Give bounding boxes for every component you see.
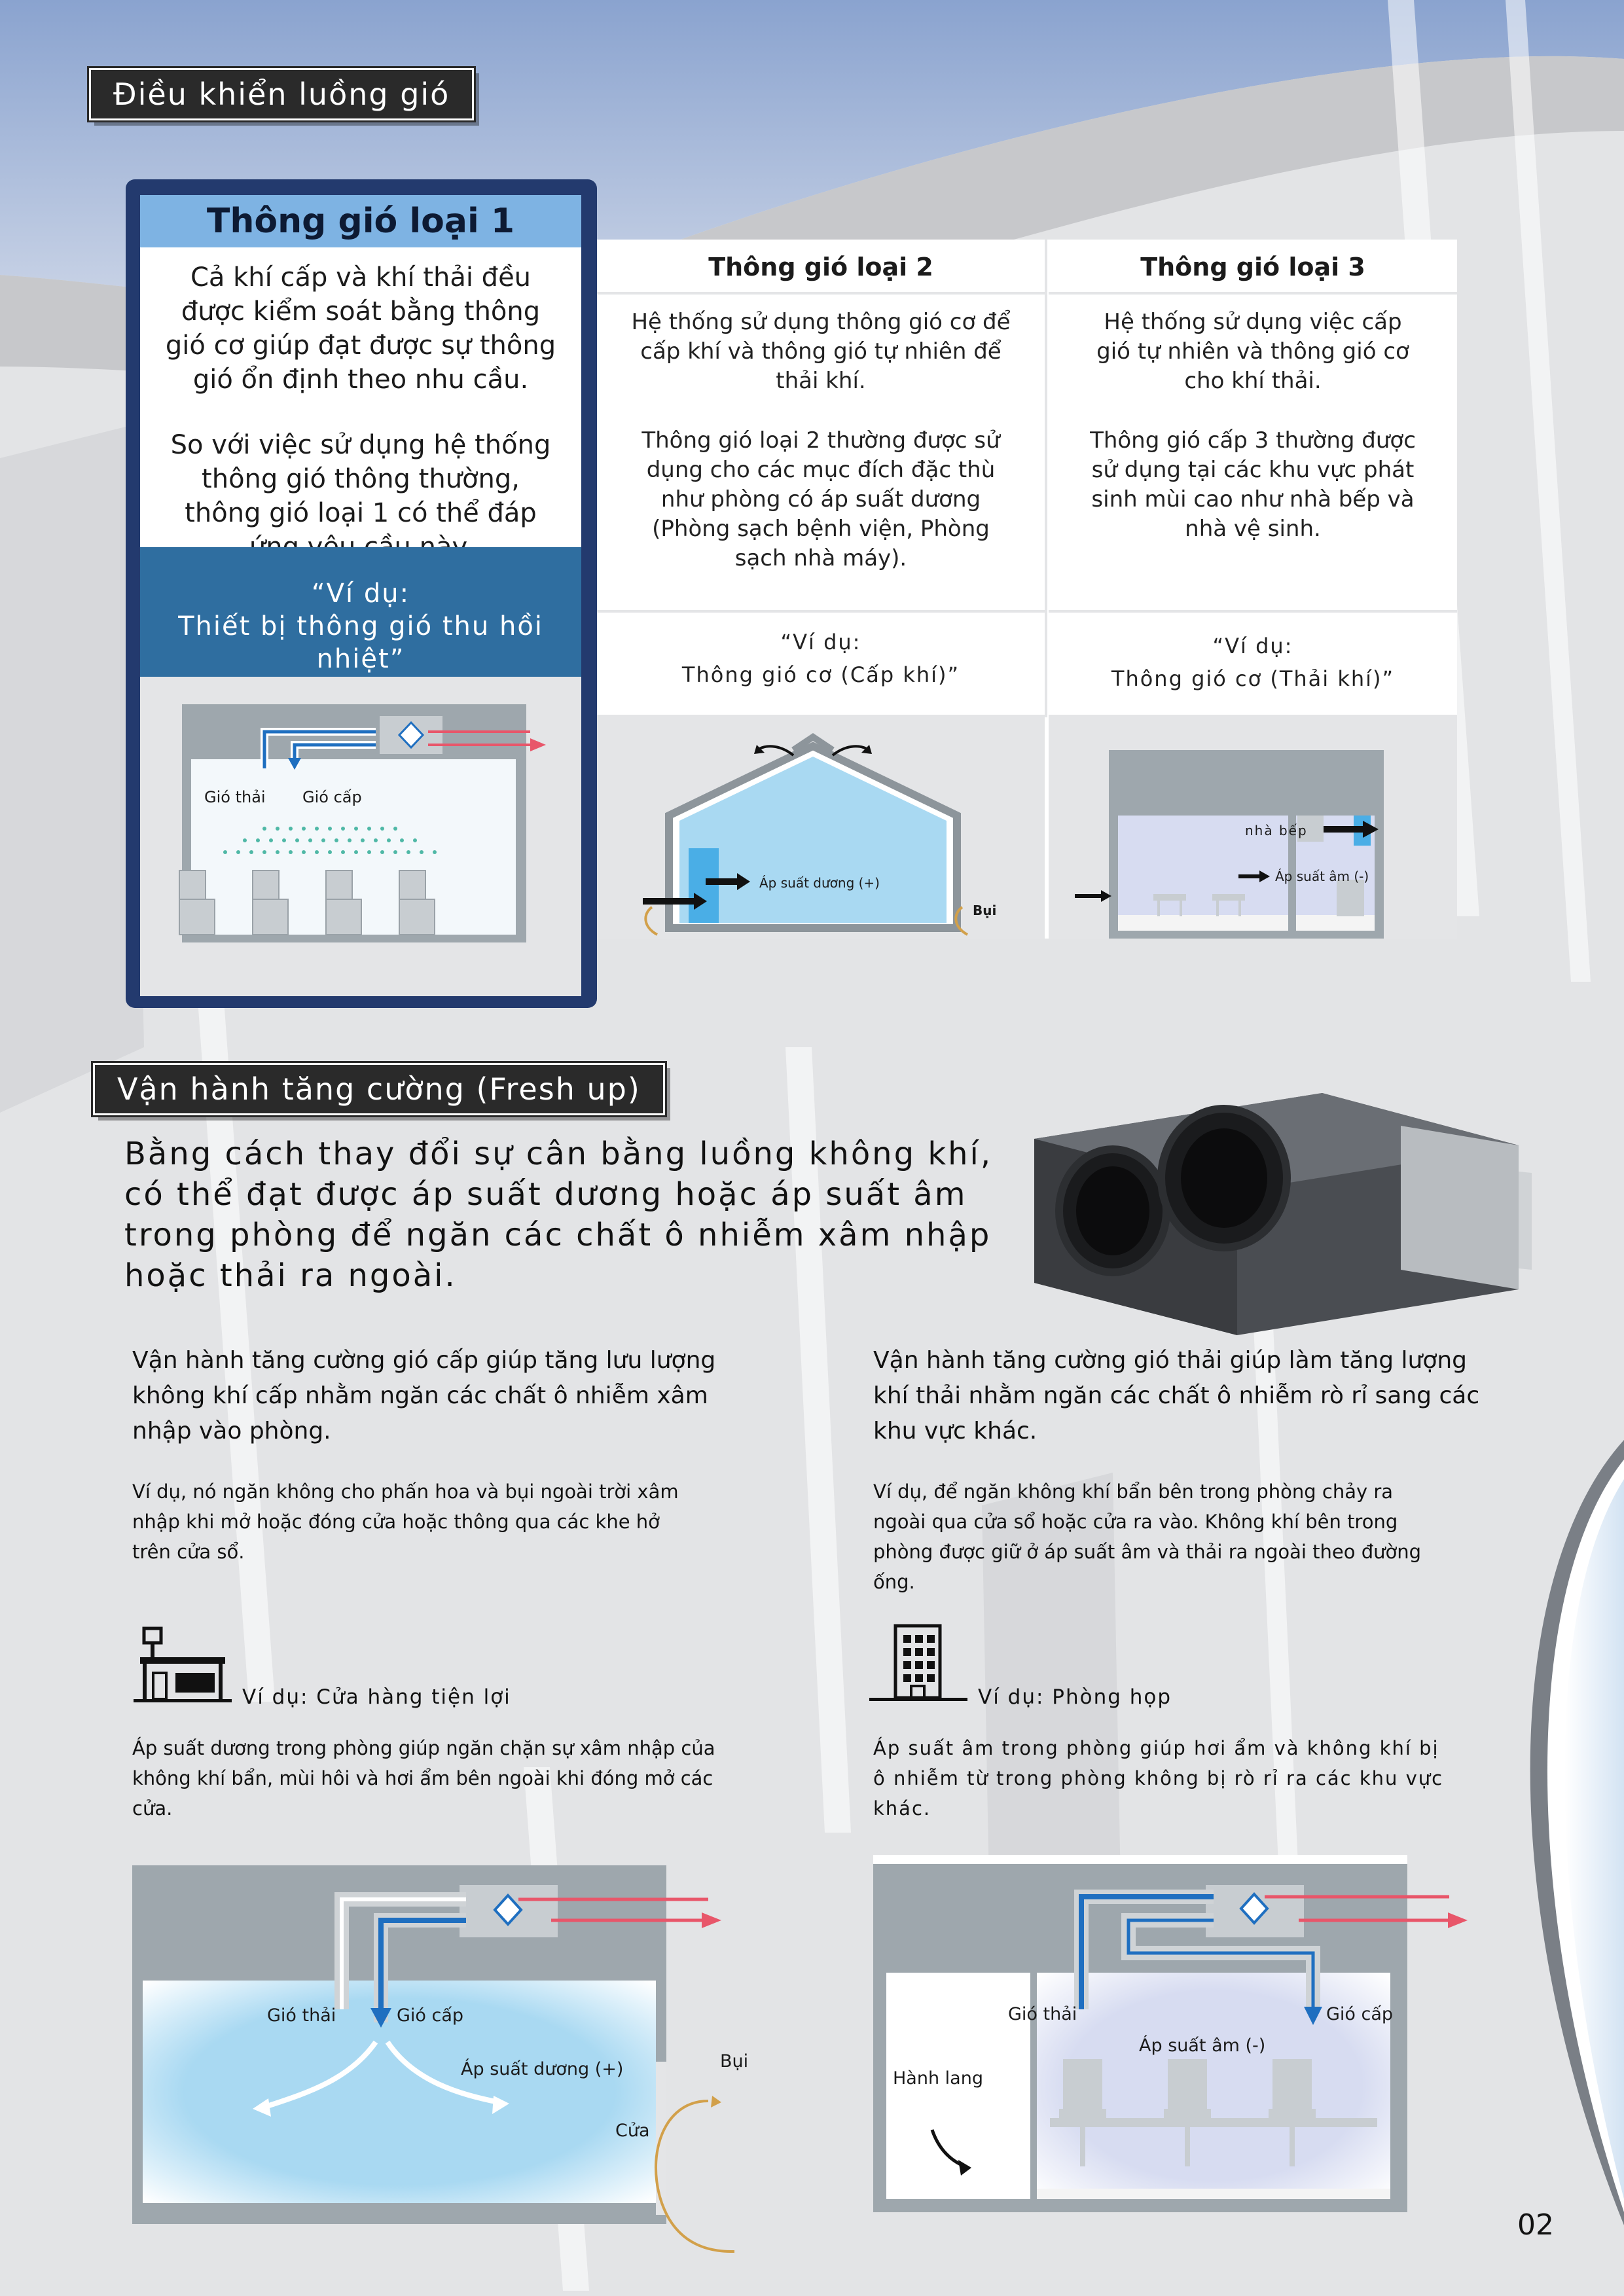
type3-title: Thông gió loại 3 [1049, 240, 1457, 295]
right-heading: Vận hành tăng cường gió thải giúp làm tă… [873, 1343, 1479, 1449]
page-number: 02 [1517, 2208, 1554, 2242]
right-diagram-exhaust-label: Gió thải [1008, 2004, 1077, 2024]
left-example-text-line-3: cửa. [132, 1797, 173, 1820]
right-detail-line-3: phòng được giữ ở áp suất âm và thải ra n… [873, 1541, 1422, 1563]
type1-diagram-supply-label: Gió cấp [302, 788, 362, 806]
type1-example: “Ví dụ: Thiết bị thông gió thu hồi nhiệt… [140, 547, 581, 677]
left-example-text-line-2: không khí bẩn, mùi hôi và hơi ẩm bên ngo… [132, 1767, 713, 1789]
type1-paragraph-1: Cả khí cấp và khí thải đều được kiểm soá… [165, 262, 556, 395]
left-heading: Vận hành tăng cường gió cấp giúp tăng lư… [132, 1343, 715, 1449]
type2-diagram-dust-label: Bụi [973, 903, 996, 918]
type3-diagram-kitchen-label: nhà bếp [1245, 823, 1308, 838]
left-diagram-supply-label: Gió cấp [397, 2005, 463, 2026]
section2-lead-line-3: trong phòng để ngăn các chất ô nhiễm xâm… [124, 1217, 992, 1253]
type2-paragraph-2: Thông gió loại 2 thường được sử dụng cho… [641, 427, 1000, 571]
right-diagram-pressure-label: Áp suất âm (-) [1139, 2035, 1265, 2056]
type3-example-line-1: “Ví dụ: [1212, 634, 1293, 658]
ventilation-unit-image [1034, 1093, 1532, 1335]
type2-title: Thông gió loại 2 [597, 240, 1047, 295]
type3-paragraph-2: Thông gió cấp 3 thường được sử dụng tại … [1090, 427, 1416, 542]
right-heading-line-2: khí thải nhằm ngăn các chất ô nhiễm rò r… [873, 1382, 1480, 1409]
right-heading-line-1: Vận hành tăng cường gió thải giúp làm tă… [873, 1347, 1468, 1374]
right-diagram-corridor-label: Hành lang [893, 2068, 983, 2089]
left-detail-line-3: trên cửa sổ. [132, 1541, 245, 1563]
type1-diagram: Gió thải Gió cấp [140, 677, 581, 996]
type2-example-line-2: Thông gió cơ (Cấp khí)” [681, 662, 960, 687]
type3-example-line-2: Thông gió cơ (Thải khí)” [1111, 666, 1395, 691]
right-example-text-line-3: khác. [873, 1797, 931, 1820]
type3-diagram: nhà bếp Áp suất âm (-) [1049, 717, 1457, 940]
right-detail: Ví dụ, để ngăn không khí bẩn bên trong p… [873, 1477, 1421, 1597]
section-tag-fresh-up: Vận hành tăng cường (Fresh up) [91, 1061, 667, 1117]
left-example-text: Áp suất dương trong phòng giúp ngăn chặn… [132, 1733, 715, 1823]
left-detail-line-2: nhập khi mở hoặc đóng cửa hoặc thông qua… [132, 1511, 660, 1533]
type1-example-line-1: “Ví dụ: [311, 579, 410, 609]
type3-diagram-pressure-label: Áp suất âm (-) [1275, 869, 1369, 884]
left-heading-line-2: không khí cấp nhằm ngăn các chất ô nhiễm… [132, 1382, 708, 1409]
type2-paragraph-1: Hệ thống sử dụng thông gió cơ để cấp khí… [631, 309, 1011, 394]
type2-example: “Ví dụ: Thông gió cơ (Cấp khí)” [597, 613, 1047, 717]
convenience-store-icon [134, 1626, 232, 1702]
type3-description: Hệ thống sử dụng việc cấp gió tự nhiên v… [1049, 295, 1457, 613]
office-building-icon [869, 1624, 967, 1701]
left-diagram-door-label: Cửa [615, 2121, 650, 2141]
section2-lead-line-1: Bằng cách thay đổi sự cân bằng luồng khô… [124, 1136, 993, 1172]
type2-example-line-1: “Ví dụ: [780, 630, 861, 655]
type1-paragraph-2: So với việc sử dụng hệ thống thông gió t… [170, 430, 551, 562]
left-example-text-line-1: Áp suất dương trong phòng giúp ngăn chặn… [132, 1737, 715, 1759]
right-example-text: Áp suất âm trong phòng giúp hơi ẩm và kh… [873, 1733, 1443, 1823]
ventilation-types-table: Thông gió loại 2 Thông gió loại 3 Hệ thố… [597, 240, 1457, 940]
right-example-text-line-2: ô nhiễm từ trong phòng không bị rò rỉ ra… [873, 1767, 1444, 1789]
left-heading-line-1: Vận hành tăng cường gió cấp giúp tăng lư… [132, 1347, 716, 1374]
left-diagram-exhaust-label: Gió thải [267, 2005, 336, 2026]
left-diagram-pressure-label: Áp suất dương (+) [461, 2058, 623, 2079]
section2-lead: Bằng cách thay đổi sự cân bằng luồng khô… [124, 1134, 992, 1296]
type2-diagram: Áp suất dương (+) Bụi [597, 717, 1047, 939]
type3-example: “Ví dụ: Thông gió cơ (Thải khí)” [1049, 613, 1457, 717]
right-example-title: Ví dụ: Phòng họp [978, 1685, 1172, 1709]
right-diagram-supply-label: Gió cấp [1326, 2004, 1393, 2024]
left-diagram-dust-label: Bụi [720, 2051, 748, 2072]
right-detail-line-2: ngoài qua cửa sổ hoặc cửa ra vào. Không … [873, 1511, 1398, 1533]
type3-paragraph-1: Hệ thống sử dụng việc cấp gió tự nhiên v… [1096, 309, 1409, 394]
supply-boost-diagram: Gió thải Gió cấp Áp suất dương (+) Bụi C… [132, 1865, 748, 2253]
type1-example-line-2: Thiết bị thông gió thu hồi nhiệt” [178, 611, 543, 674]
exhaust-boost-diagram: Gió thải Gió cấp Áp suất âm (-) Hành lan… [873, 1855, 1468, 2212]
section2-lead-line-2: có thể đạt được áp suất dương hoặc áp su… [124, 1176, 967, 1213]
left-example-title: Ví dụ: Cửa hàng tiện lợi [242, 1685, 511, 1709]
right-detail-line-4: ống. [873, 1571, 915, 1593]
right-heading-line-3: khu vực khác. [873, 1418, 1038, 1444]
type2-diagram-pressure-label: Áp suất dương (+) [759, 875, 880, 891]
right-detail-line-1: Ví dụ, để ngăn không khí bẩn bên trong p… [873, 1480, 1394, 1503]
left-heading-line-3: nhập vào phòng. [132, 1418, 331, 1444]
type1-diagram-exhaust-label: Gió thải [204, 788, 266, 806]
type1-panel: Thông gió loại 1 Cả khí cấp và khí thải … [126, 179, 597, 1008]
left-detail: Ví dụ, nó ngăn không cho phấn hoa và bụi… [132, 1477, 679, 1567]
type2-description: Hệ thống sử dụng thông gió cơ để cấp khí… [597, 295, 1047, 613]
left-detail-line-1: Ví dụ, nó ngăn không cho phấn hoa và bụi… [132, 1480, 679, 1503]
section-tag-air-flow-control: Điều khiển luồng gió [86, 66, 477, 122]
section2-lead-line-4: hoặc thải ra ngoài. [124, 1257, 457, 1294]
type1-title: Thông gió loại 1 [140, 195, 581, 247]
right-example-text-line-1: Áp suất âm trong phòng giúp hơi ẩm và kh… [873, 1737, 1439, 1759]
